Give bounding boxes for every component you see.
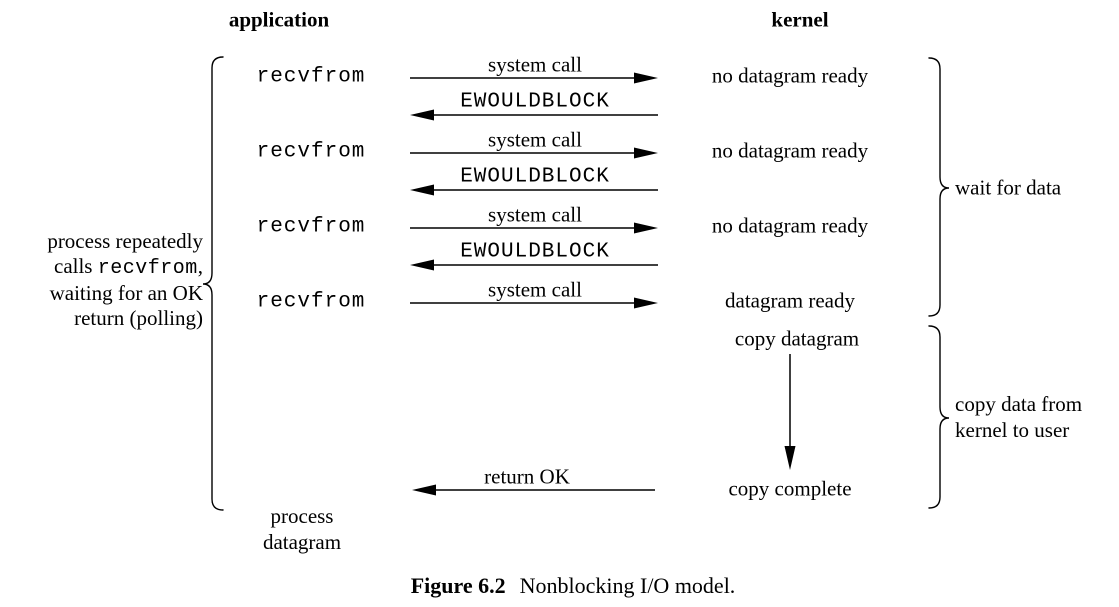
- kernel-state-2: no datagram ready: [711, 138, 869, 163]
- system-call-label-4: system call: [488, 277, 582, 302]
- kernel-column-header: kernel: [771, 7, 829, 32]
- polling-brace: [202, 56, 224, 511]
- ewouldblock-arrow-1: [410, 109, 658, 121]
- figure-caption: Figure 6.2 Nonblocking I/O model.: [411, 573, 736, 599]
- ewouldblock-label-1: EWOULDBLOCK: [460, 90, 610, 114]
- system-call-label-3: system call: [488, 202, 582, 227]
- copy-datagram-label: copy datagram: [734, 326, 860, 351]
- copy-data-brace: [928, 325, 950, 509]
- polling-note-line-2: calls recvfrom,: [54, 254, 203, 280]
- polling-note-line-4: return (polling): [74, 306, 203, 330]
- return-ok-arrow: [412, 484, 655, 496]
- copy-data-label: copy data from kernel to user: [955, 391, 1082, 443]
- wait-for-data-label: wait for data: [955, 175, 1062, 200]
- copy-complete-label: copy complete: [728, 476, 852, 501]
- ewouldblock-label-3: EWOULDBLOCK: [460, 240, 610, 264]
- ewouldblock-label-2: EWOULDBLOCK: [460, 165, 610, 189]
- application-column-header: application: [228, 7, 330, 32]
- polling-note-line-1: process repeatedly: [47, 229, 203, 253]
- system-call-arrow-4: [410, 297, 658, 309]
- process-datagram-note: process datagram: [263, 503, 341, 555]
- ewouldblock-arrow-2: [410, 184, 658, 196]
- copy-data-label-line-1: copy data from: [955, 392, 1083, 416]
- copy-data-label-line-2: kernel to user: [955, 418, 1070, 442]
- system-call-arrow-3: [410, 222, 658, 234]
- process-datagram-line-2: datagram: [262, 530, 342, 554]
- figure-caption-number: Figure 6.2: [410, 573, 506, 598]
- system-call-label-1: system call: [488, 52, 582, 77]
- recvfrom-label-1: recvfrom: [256, 65, 366, 89]
- system-call-arrow-1: [410, 72, 658, 84]
- return-ok-label: return OK: [484, 464, 570, 489]
- recvfrom-label-3: recvfrom: [256, 215, 366, 239]
- figure-caption-text: Nonblocking I/O model.: [519, 573, 736, 598]
- copy-progress-arrow: [784, 354, 796, 470]
- wait-for-data-brace: [928, 57, 950, 317]
- kernel-state-4: datagram ready: [724, 288, 856, 313]
- ewouldblock-arrow-3: [410, 259, 658, 271]
- kernel-state-1: no datagram ready: [711, 63, 869, 88]
- recvfrom-inline-code: recvfrom: [97, 257, 198, 280]
- recvfrom-label-2: recvfrom: [256, 140, 366, 164]
- system-call-arrow-2: [410, 147, 658, 159]
- process-datagram-line-1: process: [270, 504, 334, 528]
- polling-note-line-3: waiting for an OK: [49, 281, 203, 305]
- kernel-state-3: no datagram ready: [711, 213, 869, 238]
- recvfrom-label-4: recvfrom: [256, 290, 366, 314]
- system-call-label-2: system call: [488, 127, 582, 152]
- polling-note: process repeatedly calls recvfrom, waiti…: [47, 229, 203, 331]
